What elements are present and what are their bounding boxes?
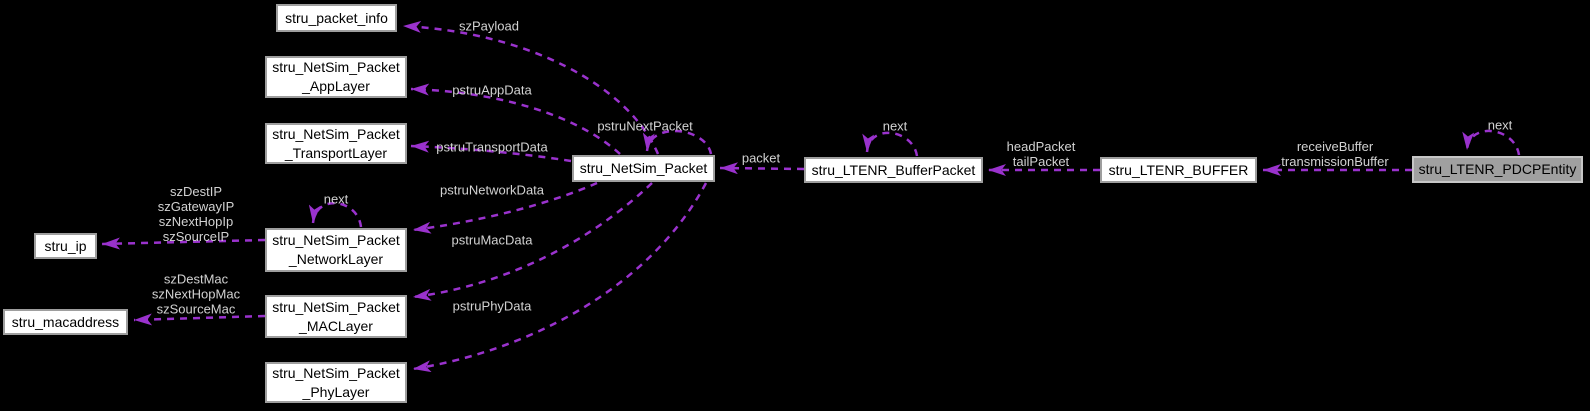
edge-packet xyxy=(719,162,805,175)
node-stru-netsim-packet-applayer[interactable]: stru_NetSim_Packet _AppLayer xyxy=(265,56,407,98)
node-label: stru_LTENR_BufferPacket xyxy=(811,161,976,178)
node-label: _PhyLayer xyxy=(302,383,370,400)
edge-label-pstruappdata: pstruAppData xyxy=(452,82,532,98)
edge-pstrunetworkdata xyxy=(412,181,598,234)
node-label: stru_macaddress xyxy=(11,313,120,330)
node-stru-ltenr-buffer[interactable]: stru_LTENR_BUFFER xyxy=(1100,157,1257,183)
node-label: _NetworkLayer xyxy=(288,251,384,267)
edge-next-pdcp-selfloop xyxy=(1462,129,1521,156)
node-stru-macaddress[interactable]: stru_macaddress xyxy=(3,309,128,335)
node-stru-netsim-packet[interactable]: stru_NetSim_Packet xyxy=(572,155,715,182)
edge-label-receivebuffer-transmissionbuffer: receiveBuffer transmissionBuffer xyxy=(1281,139,1388,169)
node-label: _MACLayer xyxy=(299,317,373,334)
edge-label-line: szNextHopMac xyxy=(151,286,241,302)
edge-label-line: szSourceMac xyxy=(156,301,236,317)
edge-label-line: tailPacket xyxy=(1012,154,1070,169)
node-stru-ip[interactable]: stru_ip xyxy=(34,233,97,259)
node-label: stru_LTENR_PDCPEntity xyxy=(1418,161,1577,177)
edge-label-line: szDestIP xyxy=(169,184,222,199)
node-label: stru_LTENR_BUFFER xyxy=(1108,161,1249,178)
node-label: stru_ip xyxy=(44,237,87,254)
edge-label-headpacket-tailpacket: headPacket tailPacket xyxy=(1007,139,1076,169)
edge-label-next-networklayer: next xyxy=(323,191,349,207)
edge-label-pstrutransportdata: pstruTransportData xyxy=(436,139,548,155)
node-stru-netsim-packet-networklayer[interactable]: stru_NetSim_Packet _NetworkLayer xyxy=(265,228,407,272)
edge-label-pstrunextpacket: pstruNextPacket xyxy=(597,118,693,134)
edge-label-line: szSourceIP xyxy=(162,229,230,244)
node-stru-netsim-packet-transportlayer[interactable]: stru_NetSim_Packet _TransportLayer xyxy=(265,123,407,164)
node-stru-ltenr-bufferpacket[interactable]: stru_LTENR_BufferPacket xyxy=(804,157,983,183)
edge-label-line: transmissionBuffer xyxy=(1281,154,1389,169)
node-label: stru_NetSim_Packet xyxy=(272,59,400,75)
edge-mac-fields xyxy=(133,313,266,326)
edge-next-bufferpacket-selfloop xyxy=(862,131,919,157)
edge-label-mac-fields: szDestMac szNextHopMac szSourceMac xyxy=(152,272,240,317)
node-label: stru_NetSim_Packet xyxy=(272,364,400,381)
node-label: _AppLayer xyxy=(302,78,370,94)
node-label: stru_NetSim_Packet xyxy=(272,298,400,315)
edge-szpayload xyxy=(402,20,660,155)
edge-label-ip-fields: szDestIP szGatewayIP szNextHopIp szSourc… xyxy=(158,184,235,244)
edge-label-line: headPacket xyxy=(1006,139,1076,154)
node-label: stru_NetSim_Packet xyxy=(579,160,708,176)
edge-label-pstruphydata: pstruPhyData xyxy=(452,298,532,314)
edge-label-line: szDestMac xyxy=(163,271,229,287)
node-stru-netsim-packet-phylayer[interactable]: stru_NetSim_Packet _PhyLayer xyxy=(265,362,407,403)
edge-pstrumacdata xyxy=(412,182,653,301)
edge-label-szpayload: szPayload xyxy=(459,18,519,34)
node-label: stru_NetSim_Packet xyxy=(272,232,400,248)
edge-label-line: szNextHopIp xyxy=(158,214,234,229)
edge-pstrutransportdata xyxy=(410,140,572,163)
node-label: stru_NetSim_Packet xyxy=(272,125,400,142)
node-label: _TransportLayer xyxy=(284,144,388,161)
edge-label-line: szGatewayIP xyxy=(157,199,235,214)
edge-next-networklayer-selfloop xyxy=(308,201,363,228)
edge-label-pstrumacdata: pstruMacData xyxy=(451,232,533,248)
node-label: stru_packet_info xyxy=(285,9,388,26)
edge-label-pstrunetworkdata: pstruNetworkData xyxy=(439,182,545,198)
edge-pstrunextpacket-selfloop xyxy=(642,129,713,155)
edge-pstruphydata xyxy=(412,182,708,373)
edge-ip-fields xyxy=(101,237,266,250)
edge-label-line: receiveBuffer xyxy=(1296,139,1374,154)
node-stru-packet-info[interactable]: stru_packet_info xyxy=(276,4,397,32)
node-stru-netsim-packet-maclayer[interactable]: stru_NetSim_Packet _MACLayer xyxy=(265,295,407,338)
edge-label-next-pdcpentity: next xyxy=(1487,117,1513,133)
edge-label-next-bufferpacket: next xyxy=(882,118,908,134)
edge-label-packet: packet xyxy=(741,150,781,166)
node-stru-ltenr-pdcpentity-current: stru_LTENR_PDCPEntity xyxy=(1412,156,1583,183)
